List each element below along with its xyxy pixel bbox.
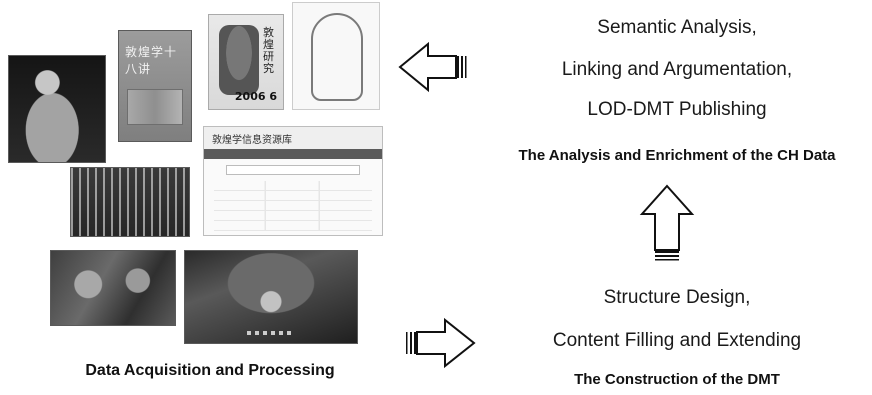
hollow-right-arrow-icon — [406, 317, 476, 369]
journal-figure-image — [219, 25, 259, 95]
website-screenshot: 敦煌学信息资源库 — [203, 126, 383, 236]
bottom-right-line-2: Content Filling and Extending — [552, 330, 802, 351]
journal-issue: 2006 6 — [234, 90, 277, 103]
line-drawing-photo — [292, 2, 380, 110]
manuscript-photo — [70, 167, 190, 237]
top-right-line-3: LOD-DMT Publishing — [587, 99, 767, 120]
hollow-up-arrow-icon — [639, 184, 695, 261]
panorama-viewer-controls — [247, 331, 295, 335]
book-cover-image — [127, 89, 183, 125]
top-right-line-1: Semantic Analysis, — [597, 17, 757, 38]
buddha-statue-photo — [8, 55, 106, 163]
journal-cover-photo: 敦煌研究 2006 6 — [208, 14, 284, 110]
cave-panorama-photo — [184, 250, 358, 344]
bottom-right-line-1: Structure Design, — [603, 287, 751, 308]
journal-title: 敦煌研究 — [263, 26, 274, 75]
website-title: 敦煌学信息资源库 — [212, 135, 292, 146]
book-cover-title: 敦煌学十八讲 — [125, 45, 178, 76]
website-search-box — [226, 165, 360, 175]
mural-painting-photo — [50, 250, 176, 326]
top-right-line-2: Linking and Argumentation, — [561, 59, 793, 80]
website-header: 敦煌学信息资源库 — [204, 127, 382, 150]
dmt-construction-caption: The Construction of the DMT — [574, 371, 780, 388]
website-link-grid — [214, 181, 372, 231]
hollow-left-arrow-icon — [398, 41, 467, 93]
data-acquisition-caption: Data Acquisition and Processing — [85, 362, 335, 379]
website-nav-bar — [204, 149, 382, 159]
book-cover-photo: 敦煌学十八讲 — [118, 30, 192, 142]
line-drawing-figure — [311, 13, 363, 101]
analysis-enrichment-caption: The Analysis and Enrichment of the CH Da… — [518, 147, 836, 164]
